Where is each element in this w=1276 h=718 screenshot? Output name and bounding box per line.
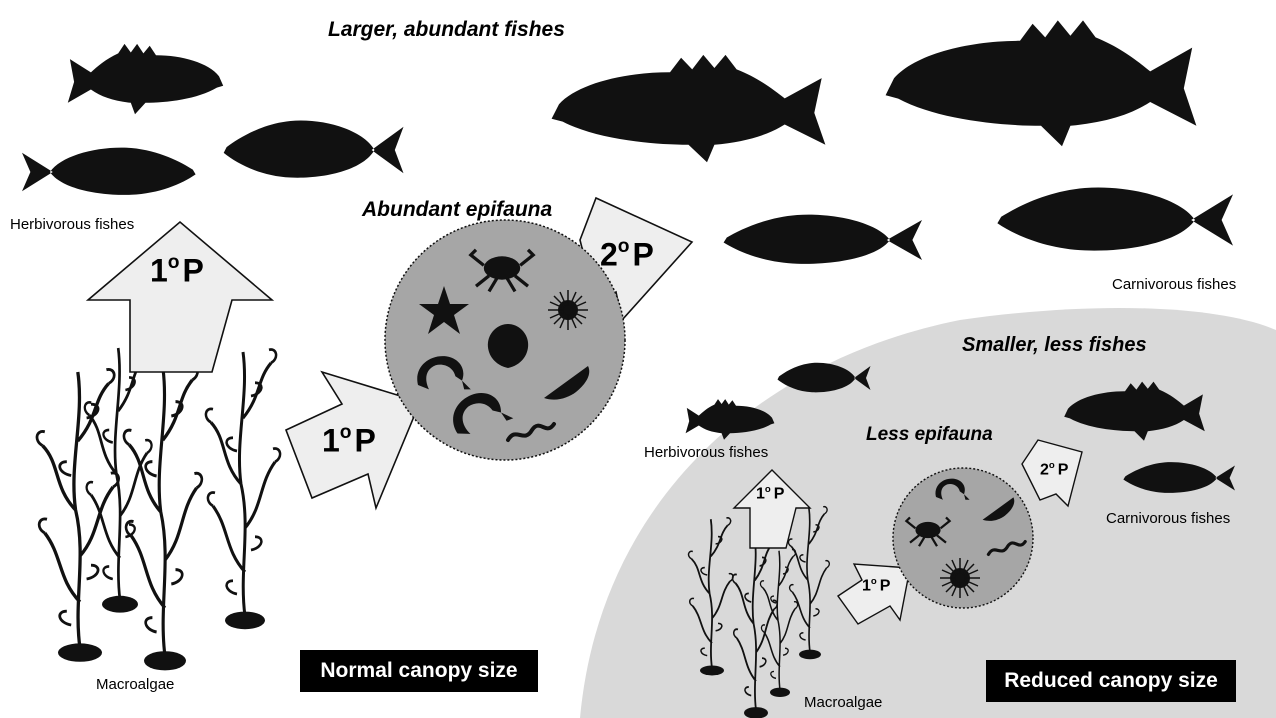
reduced-arrow-right-num: 1 xyxy=(862,578,871,595)
normal-epifauna-label: Abundant epifauna xyxy=(362,198,552,222)
urchin-icon xyxy=(548,290,588,330)
carnivore-fish-3 xyxy=(724,215,922,264)
carnivore-fish-2 xyxy=(886,20,1197,146)
normal-carnivores-label: Carnivorous fishes xyxy=(1112,276,1236,293)
macroalgae-plant-4 xyxy=(85,346,152,613)
arrow-up-letter: P xyxy=(183,252,204,288)
reduced-canopy-badge: Reduced canopy size xyxy=(986,660,1236,702)
reduced-herbivores-label: Herbivorous fishes xyxy=(644,444,768,461)
carnivore-fish-4 xyxy=(997,188,1233,251)
normal-heading: Larger, abundant fishes xyxy=(328,18,565,42)
arrow-secondary-num: 2 xyxy=(600,236,618,272)
reduced-urchin-icon xyxy=(940,558,980,598)
reduced-arrow-up-num: 1 xyxy=(756,486,765,503)
normal-herbivores-label: Herbivorous fishes xyxy=(10,216,134,233)
normal-canopy-badge: Normal canopy size xyxy=(300,650,538,692)
macroalgae-plant-2 xyxy=(124,365,202,670)
reduced-macroalgae-label: Macroalgae xyxy=(804,694,882,711)
arrow-right-letter: P xyxy=(355,422,376,458)
macroalgae-plant-1 xyxy=(37,369,119,661)
normal-macroalgae-label: Macroalgae xyxy=(96,676,174,693)
herbivore-fish-2 xyxy=(22,148,196,195)
macroalgae-plant-3 xyxy=(206,350,280,630)
arrow-secondary-sup: o xyxy=(618,236,630,257)
reduced-arrow-up-sup: o xyxy=(765,484,771,495)
arrow-up-sup: o xyxy=(168,252,180,273)
herbivore-fish-3 xyxy=(224,121,404,178)
reduced-arrow-secondary-letter: P xyxy=(1058,462,1069,479)
reduced-arrow-right-letter: P xyxy=(880,578,891,595)
arrow-secondary-letter: P xyxy=(633,236,654,272)
reduced-arrow-up-letter: P xyxy=(774,486,785,503)
carnivore-fish-1 xyxy=(552,55,826,162)
reduced-epifauna-label: Less epifauna xyxy=(866,424,993,446)
reduced-carnivores-label: Carnivorous fishes xyxy=(1106,510,1230,527)
herbivore-fish-1 xyxy=(68,44,223,114)
arrow-right-num: 1 xyxy=(322,422,340,458)
normal-arrow-up-label: 1oP xyxy=(150,252,204,289)
normal-arrow-right-label: 1oP xyxy=(322,422,376,459)
arrow-up-num: 1 xyxy=(150,252,168,288)
normal-arrow-secondary-label: 2oP xyxy=(600,236,654,273)
arrow-primary-up xyxy=(88,222,272,372)
reduced-heading: Smaller, less fishes xyxy=(962,334,1147,357)
arrow-right-sup: o xyxy=(340,422,352,443)
reduced-arrow-right-sup: o xyxy=(871,576,877,587)
reduced-arrow-secondary-sup: o xyxy=(1049,460,1055,471)
normal-macroalgae xyxy=(37,346,280,671)
normal-herbivore-fishes xyxy=(22,44,404,195)
reduced-arrow-secondary-num: 2 xyxy=(1040,462,1049,479)
